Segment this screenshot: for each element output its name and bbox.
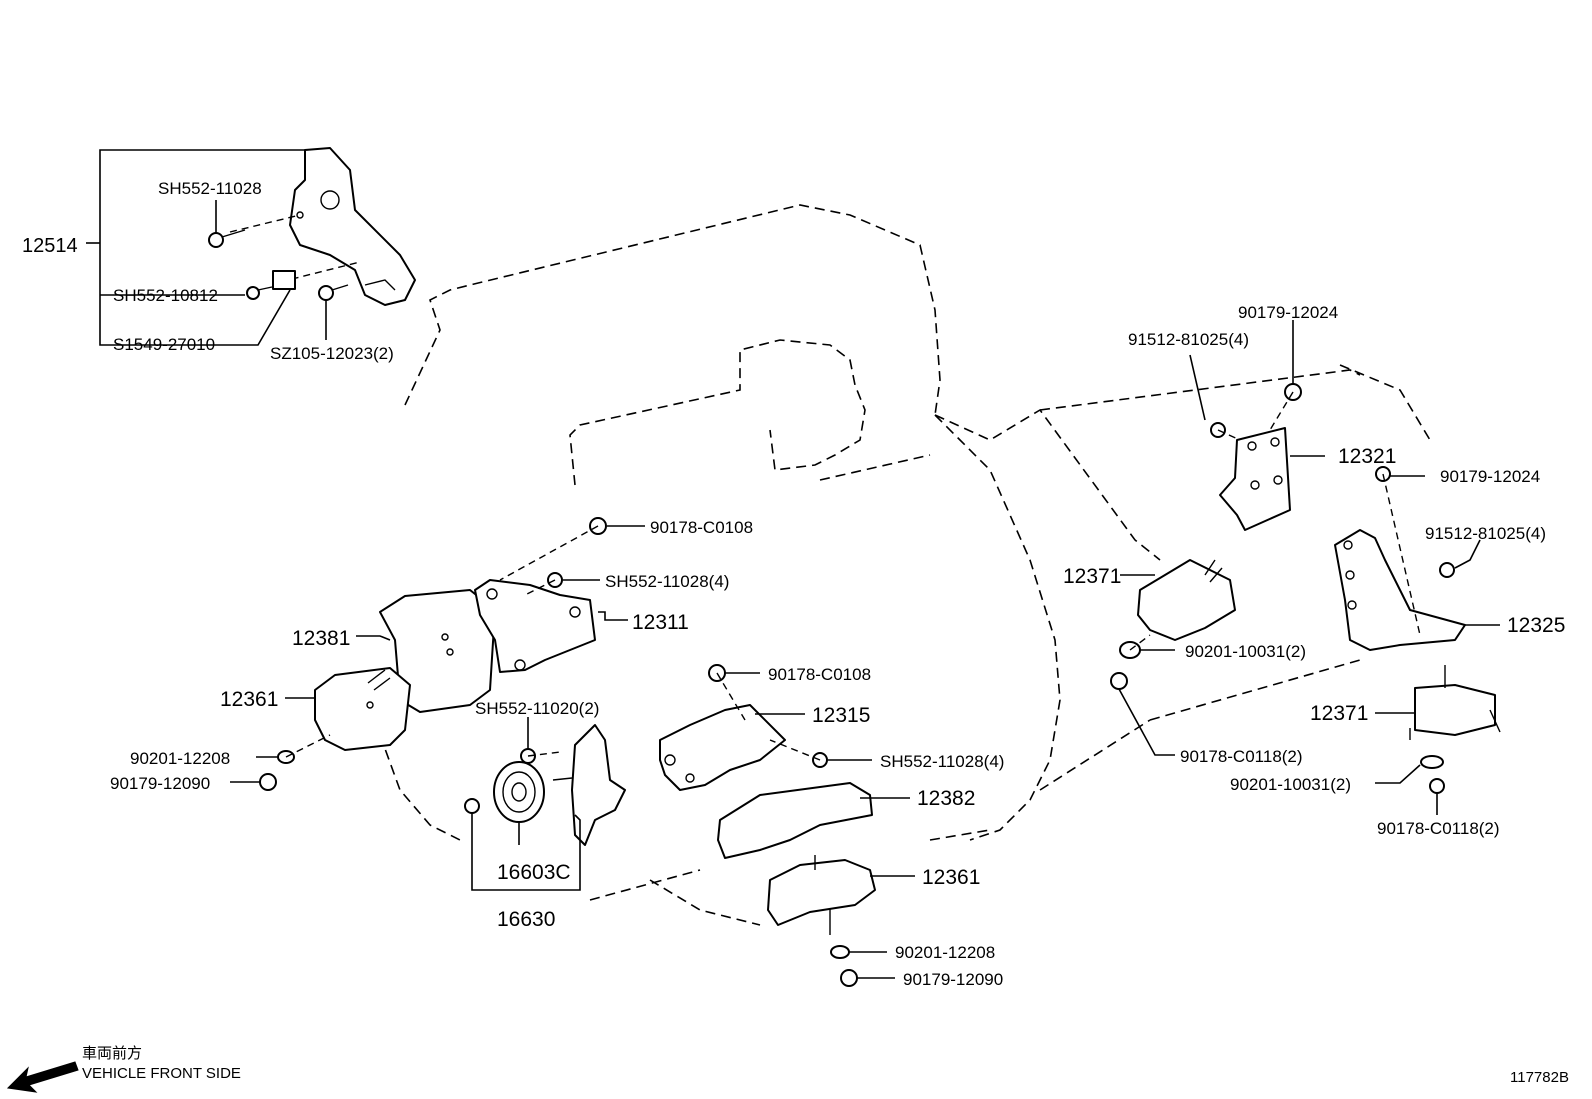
label-91512-81025-b: 91512-81025(4): [1425, 524, 1546, 543]
assembly-lines: [285, 391, 1421, 761]
mount-12371-upper: [1137, 559, 1236, 641]
label-90178-c0118-b: 90178-C0118(2): [1377, 819, 1500, 838]
label-90201-12208-b: 90201-12208: [895, 943, 995, 962]
label-12514: 12514: [22, 235, 78, 257]
label-90179-12024-b: 90179-12024: [1440, 467, 1540, 486]
label-90179-12090-b: 90179-12090: [903, 970, 1003, 989]
label-sh552-11028-4a: SH552-11028(4): [605, 572, 729, 591]
label-12381: 12381: [292, 627, 350, 650]
label-90179-12090-a: 90179-12090: [110, 774, 210, 793]
label-sz105-12023: SZ105-12023(2): [270, 344, 394, 363]
mount-12361-center: [767, 855, 876, 935]
diagram-id: 117782B: [1510, 1069, 1569, 1086]
label-90178-c0118-a: 90178-C0118(2): [1180, 747, 1303, 766]
nut-16630-icon: [464, 798, 480, 814]
front-label-en: VEHICLE FRONT SIDE: [82, 1065, 241, 1082]
bolt-91512-81025-b-icon: [1439, 562, 1455, 578]
leader-lines: [230, 320, 1500, 979]
bracket-12514: [229, 147, 416, 306]
clip-s1549-27010-icon: [272, 270, 296, 290]
label-sh552-11028-top: SH552-11028: [158, 179, 262, 198]
label-12371-b: 12371: [1310, 702, 1368, 725]
label-90178-c0108-b: 90178-C0108: [768, 665, 871, 684]
label-12382: 12382: [917, 787, 975, 810]
washer-90201-12208-b-icon: [830, 945, 850, 959]
label-12311: 12311: [632, 611, 689, 634]
pulley-16603c: [493, 761, 545, 823]
front-label-jp: 車両前方: [82, 1045, 142, 1062]
nut-90178-c0118-a-icon: [1110, 672, 1128, 690]
mount-12371-lower: [1409, 665, 1501, 740]
label-90179-12024-a: 90179-12024: [1238, 303, 1338, 322]
label-12361-b: 12361: [922, 866, 980, 889]
bracket-12325: [1334, 529, 1466, 651]
label-sh552-11028-4b: SH552-11028(4): [880, 752, 1004, 771]
label-12315: 12315: [812, 704, 870, 727]
washer-90201-10031-b-icon: [1420, 755, 1444, 769]
bolt-sh552-11028-top-icon: [208, 229, 246, 248]
bracket-16630: [552, 724, 626, 846]
label-90201-10031-a: 90201-10031(2): [1185, 642, 1306, 661]
label-90178-c0108-a: 90178-C0108: [650, 518, 753, 537]
label-91512-81025-a: 91512-81025(4): [1128, 330, 1249, 349]
label-12361-a: 12361: [220, 688, 278, 711]
label-16630: 16630: [497, 908, 555, 931]
leaders-12514: [86, 149, 327, 346]
front-arrow-icon: [6, 1061, 79, 1093]
bolt-sh552-10812-icon: [246, 286, 273, 300]
nut-90179-12090-a-icon: [259, 773, 277, 791]
label-12371-a: 12371: [1063, 565, 1121, 588]
label-90201-10031-b: 90201-10031(2): [1230, 775, 1351, 794]
insulator-12381: [379, 589, 496, 713]
label-16603c: 16603C: [497, 861, 571, 884]
bracket-12321: [1219, 427, 1291, 531]
nut-90179-12090-b-icon: [840, 969, 858, 987]
label-sh552-10812: SH552-10812: [113, 286, 218, 305]
bracket-12315: [659, 704, 786, 791]
part-labels: 12514 SH552-11028 SH552-10812 S1549-2701…: [22, 179, 1565, 989]
mount-12361-left: [314, 667, 411, 751]
label-sh552-11020: SH552-11020(2): [475, 699, 599, 718]
insulator-12382: [717, 782, 873, 859]
engine-outline: [379, 204, 1431, 926]
front-direction-indicator: 車両前方 VEHICLE FRONT SIDE: [6, 1045, 241, 1093]
label-12321: 12321: [1338, 445, 1396, 468]
label-12325: 12325: [1507, 614, 1565, 637]
bracket-12311: [474, 579, 596, 673]
label-s1549-27010: S1549-27010: [113, 335, 215, 354]
nut-90178-c0118-b-icon: [1429, 778, 1445, 794]
label-90201-12208-a: 90201-12208: [130, 749, 230, 768]
bolt-sz105-12023-icon: [318, 284, 349, 301]
